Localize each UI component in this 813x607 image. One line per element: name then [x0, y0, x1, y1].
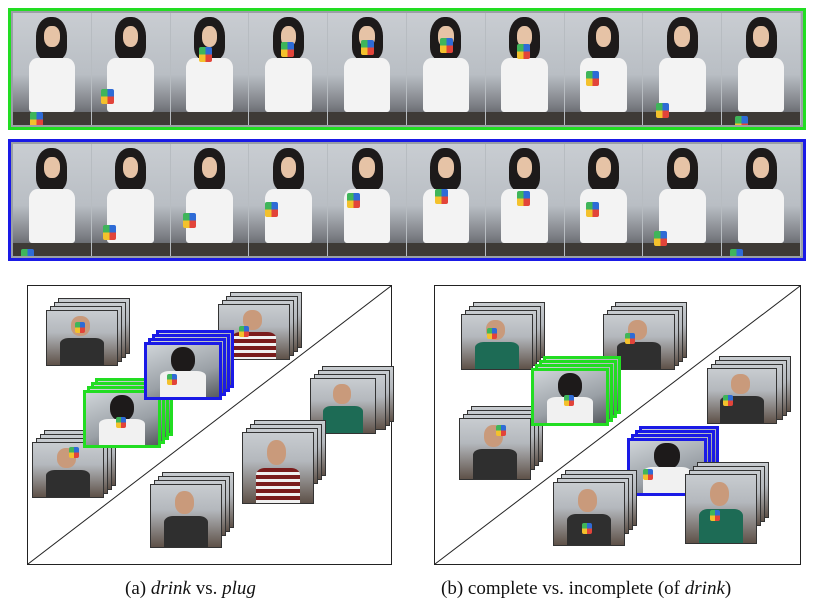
mug — [516, 191, 530, 207]
green-strip-frame — [485, 13, 565, 125]
mug — [655, 102, 669, 118]
green-strip-frame — [406, 13, 486, 125]
blue-strip-frame — [564, 144, 644, 256]
mug — [734, 116, 748, 125]
caption-b-prefix: (b) complete vs. incomplete (of — [441, 578, 685, 599]
mug — [20, 249, 34, 256]
diagonal-divider — [435, 286, 800, 564]
caption-a-word1: drink — [150, 578, 191, 599]
green-strip-frame — [170, 13, 250, 125]
green-strip-frame — [643, 13, 723, 125]
blue-strip-frame — [643, 144, 723, 256]
green-strip-frame — [13, 13, 92, 125]
mug — [101, 89, 115, 105]
mug — [586, 71, 600, 87]
blue-strip-frame — [13, 144, 92, 256]
caption-a-word2: plug — [222, 578, 256, 599]
mug — [30, 111, 44, 125]
mug — [729, 249, 743, 256]
blue-strip-frame — [485, 144, 565, 256]
panel-drink-vs-plug — [27, 285, 394, 565]
diagonal-divider — [28, 286, 391, 564]
mug — [346, 193, 360, 209]
mug — [102, 224, 116, 240]
mug — [183, 213, 197, 229]
caption-a: (a) drink vs. plug — [125, 578, 256, 600]
mug — [439, 37, 453, 53]
mug — [198, 46, 212, 62]
mug — [516, 44, 530, 60]
green-sequence-strip — [8, 8, 806, 130]
mug — [280, 42, 294, 58]
panel-complete-vs-incomplete — [434, 285, 801, 565]
green-strip-frame — [328, 13, 407, 125]
blue-strip-frame — [722, 144, 801, 256]
mug — [264, 202, 278, 218]
mug — [360, 39, 374, 55]
blue-sequence-strip — [8, 139, 806, 261]
caption-a-prefix: (a) — [125, 578, 151, 599]
blue-strip-frame — [170, 144, 250, 256]
caption-b-suffix: ) — [724, 578, 732, 599]
mug — [586, 202, 600, 218]
green-strip-frame — [91, 13, 171, 125]
mug — [434, 188, 448, 204]
green-strip-frame — [722, 13, 801, 125]
blue-strip-frame — [406, 144, 486, 256]
green-strip-frame — [249, 13, 329, 125]
blue-strip-frame — [249, 144, 329, 256]
mug — [654, 231, 668, 247]
green-strip-frame — [564, 13, 644, 125]
caption-b: (b) complete vs. incomplete (of drink) — [441, 578, 731, 600]
blue-strip-frame — [328, 144, 407, 256]
caption-b-word1: drink — [684, 578, 725, 599]
caption-a-mid: vs. — [190, 578, 223, 599]
blue-strip-frame — [91, 144, 171, 256]
